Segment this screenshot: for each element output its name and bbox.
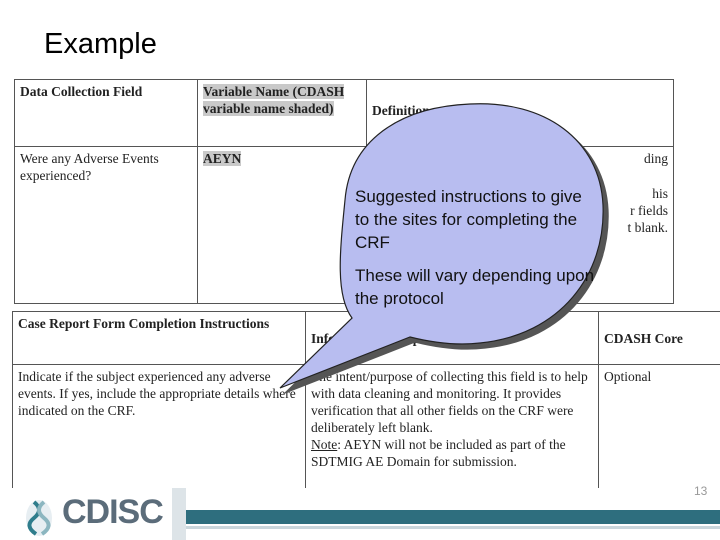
cell-field-question: Were any Adverse Events experienced?: [14, 146, 198, 304]
cdisc-logo: CDISC: [62, 493, 164, 531]
callout-bubble-shape: [279, 103, 604, 389]
footer-bar: [186, 510, 720, 524]
definition-fragment: r fields: [630, 203, 668, 218]
footer-divider: [172, 488, 186, 540]
callout-line-vary: These will vary depending upon the proto…: [355, 266, 595, 308]
definition-fragment: ding: [643, 151, 668, 166]
callout-text: Suggested instructions to give to the si…: [355, 185, 595, 310]
definition-fragment: his: [652, 186, 668, 201]
footer-bar-line: [186, 526, 720, 529]
slide-title: Example: [44, 28, 157, 60]
header-cdash-core: CDASH Core: [598, 311, 720, 365]
callout-line-instructions: Suggested instructions to give to the si…: [355, 187, 582, 252]
cell-completion-instructions: Indicate if the subject experienced any …: [12, 364, 306, 490]
sponsor-note: Note: AEYN will not be included as part …: [311, 437, 566, 469]
definition-fragment: t blank.: [627, 220, 669, 235]
slide-footer: [0, 488, 720, 540]
header-variable-name: Variable Name (CDASH variable name shade…: [197, 79, 367, 147]
cdisc-logo-mark-icon: [26, 500, 52, 536]
cell-sponsor-info: The intent/purpose of collecting this fi…: [305, 364, 599, 490]
header-completion-instructions: Case Report Form Completion Instructions: [12, 311, 306, 365]
cell-core-value: Optional: [598, 364, 720, 490]
cell-variable-aeyn: AEYN: [197, 146, 367, 304]
page-number: 13: [694, 484, 708, 498]
sponsor-intent-text: The intent/purpose of collecting this fi…: [311, 369, 588, 435]
header-data-collection-field: Data Collection Field: [14, 79, 198, 147]
